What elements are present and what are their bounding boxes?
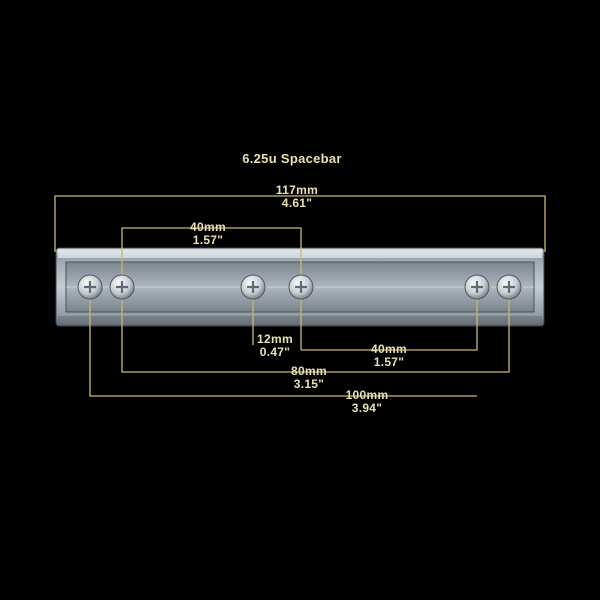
dim-inner-span (121, 287, 510, 373)
label-center-gap-mm: 12mm (257, 332, 293, 346)
label-right-span-mm: 40mm (371, 342, 407, 356)
label-inner-span-mm: 80mm (291, 364, 327, 378)
bar-top-edge (58, 250, 542, 258)
label-outer-span-mm: 100mm (345, 388, 389, 402)
phillips-screw-icon (288, 274, 314, 300)
dim-top-span (121, 227, 302, 287)
phillips-screw-icon (109, 274, 135, 300)
label-overall-mm: 117mm (275, 183, 319, 197)
label-inner-span-inch: 3.15" (293, 377, 325, 391)
dim-overall (54, 195, 546, 252)
phillips-screw-icon (496, 274, 522, 300)
label-top-span-inch: 1.57" (192, 233, 224, 247)
bar-bottom-edge (58, 316, 542, 324)
phillips-screw-icon (240, 274, 266, 300)
diagram-title: 6.25u Spacebar (242, 151, 342, 166)
dim-right-span (301, 287, 478, 351)
stabilizer-bar (55, 247, 545, 327)
screws (77, 274, 522, 300)
phillips-screw-icon (77, 274, 103, 300)
dim-outer-span (89, 287, 477, 397)
phillips-screw-icon (464, 274, 490, 300)
label-overall-inch: 4.61" (281, 196, 313, 210)
label-top-span-mm: 40mm (190, 220, 226, 234)
label-right-span-inch: 1.57" (373, 355, 405, 369)
label-outer-span-inch: 3.94" (351, 401, 383, 415)
label-center-gap-inch: 0.47" (259, 345, 291, 359)
